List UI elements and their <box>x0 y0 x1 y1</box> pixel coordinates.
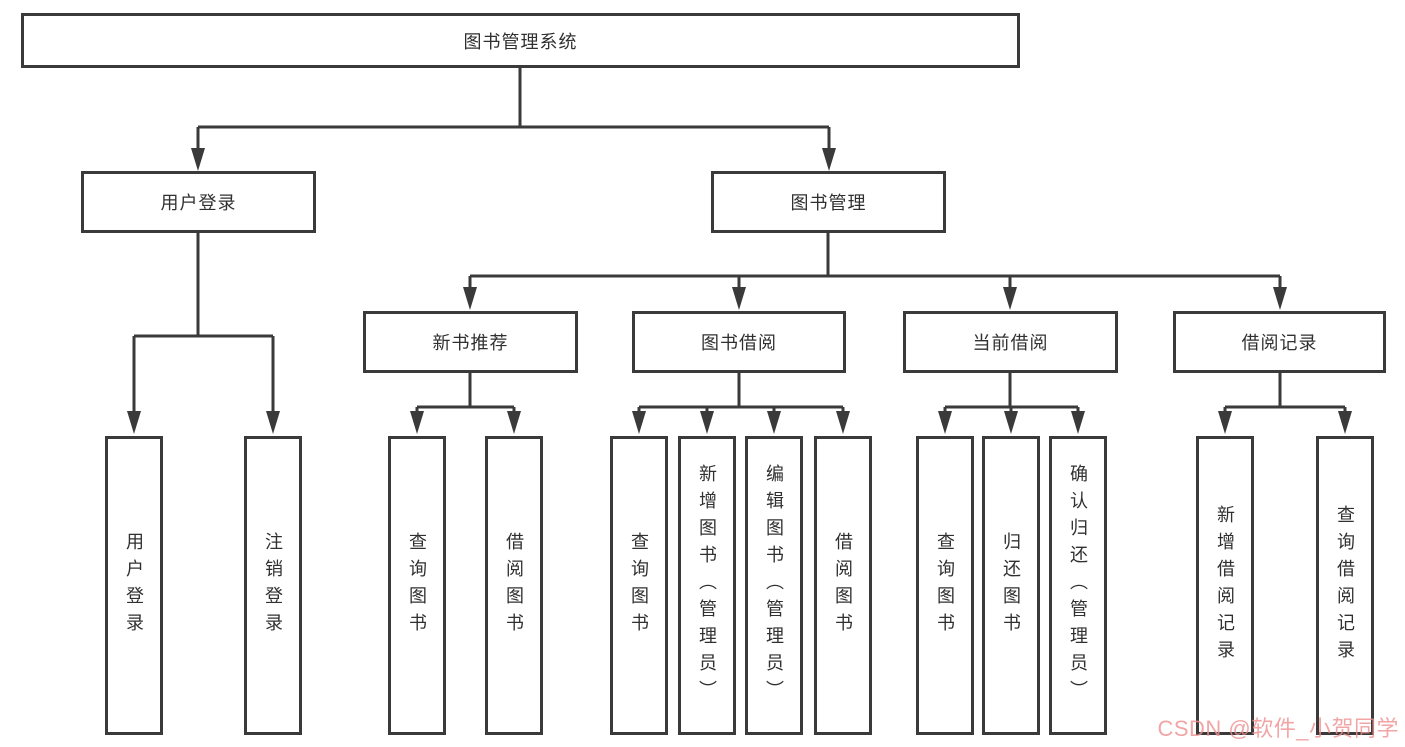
node-user-login-label: 用户登录 <box>160 193 237 213</box>
node-book-management: 图书管理 <box>711 171 946 233</box>
node-new-book-recommend-label: 新书推荐 <box>432 333 509 353</box>
node-borrow-records: 借阅记录 <box>1173 311 1386 373</box>
leaf-edit-book-admin-label: 编辑图书（管理员） <box>764 464 784 707</box>
node-book-borrow-label: 图书借阅 <box>701 333 777 353</box>
leaf-query-books-borrow-label: 查询图书 <box>629 531 649 640</box>
leaf-user-login: 用户登录 <box>105 436 163 735</box>
leaf-query-books-current-label: 查询图书 <box>935 531 955 640</box>
node-new-book-recommend: 新书推荐 <box>363 311 578 373</box>
leaf-query-books-borrow: 查询图书 <box>610 436 668 735</box>
leaf-query-books-recommend: 查询图书 <box>388 436 446 735</box>
node-book-management-label: 图书管理 <box>790 193 867 213</box>
leaf-add-book-admin: 新增图书（管理员） <box>678 436 736 735</box>
arrowheads <box>127 148 1352 434</box>
leaf-logout-label: 注销登录 <box>263 531 283 640</box>
leaf-confirm-return-admin-label: 确认归还（管理员） <box>1068 464 1088 707</box>
node-root-label: 图书管理系统 <box>463 31 578 52</box>
leaf-borrow-books-recommend: 借阅图书 <box>485 436 543 735</box>
leaf-query-borrow-record: 查询借阅记录 <box>1316 436 1374 735</box>
leaf-logout: 注销登录 <box>244 436 302 735</box>
leaf-return-books-label: 归还图书 <box>1001 531 1021 640</box>
leaf-add-book-admin-label: 新增图书（管理员） <box>697 464 717 707</box>
leaf-add-borrow-record-label: 新增借阅记录 <box>1215 504 1235 667</box>
leaf-borrow-books: 借阅图书 <box>814 436 872 735</box>
node-root: 图书管理系统 <box>21 13 1020 68</box>
leaf-add-borrow-record: 新增借阅记录 <box>1196 436 1254 735</box>
leaf-query-books-recommend-label: 查询图书 <box>407 531 427 640</box>
leaf-user-login-label: 用户登录 <box>124 531 144 640</box>
watermark: CSDN @软件_小贺同学 <box>1157 716 1399 741</box>
leaf-query-borrow-record-label: 查询借阅记录 <box>1335 504 1355 667</box>
node-book-borrow: 图书借阅 <box>632 311 846 373</box>
leaf-edit-book-admin: 编辑图书（管理员） <box>745 436 803 735</box>
leaf-borrow-books-label: 借阅图书 <box>833 531 853 640</box>
node-current-borrow: 当前借阅 <box>903 311 1118 373</box>
leaf-confirm-return-admin: 确认归还（管理员） <box>1049 436 1107 735</box>
node-borrow-records-label: 借阅记录 <box>1241 333 1318 353</box>
node-user-login: 用户登录 <box>81 171 316 233</box>
leaf-return-books: 归还图书 <box>982 436 1040 735</box>
leaf-query-books-current: 查询图书 <box>916 436 974 735</box>
node-current-borrow-label: 当前借阅 <box>972 333 1049 353</box>
leaf-borrow-books-recommend-label: 借阅图书 <box>504 531 524 640</box>
